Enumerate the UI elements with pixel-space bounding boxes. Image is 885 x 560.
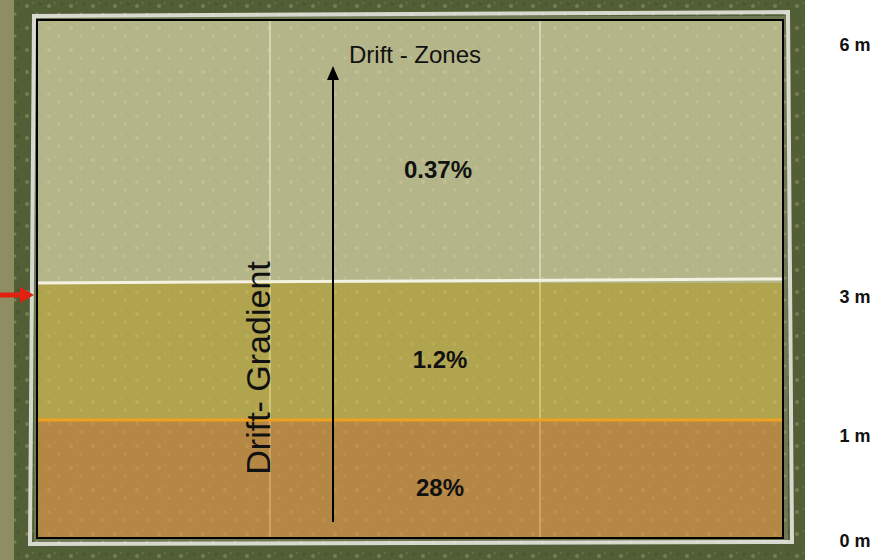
distance-label: 1 m: [839, 426, 870, 447]
zone-divider: [37, 419, 783, 422]
arrow-head: [327, 66, 339, 80]
distance-label: 0 m: [839, 531, 870, 552]
net-cage: [34, 16, 788, 542]
red-marker: [0, 293, 22, 298]
red-marker-head: [20, 287, 34, 303]
frame: [37, 20, 783, 538]
crop-texture: [0, 0, 805, 560]
zone-percentage: 0.37%: [404, 156, 472, 184]
gradient-label: Drift- Gradient: [239, 261, 278, 475]
gradient-arrow: [332, 78, 334, 522]
zone-fill: [37, 20, 783, 283]
zone-fill: [37, 420, 783, 538]
ground: [0, 0, 805, 560]
net-line: [37, 279, 783, 283]
left-strip: [0, 0, 14, 560]
zone-percentage: 28%: [416, 474, 464, 502]
net-edge: [30, 12, 792, 544]
zone-fill: [37, 283, 783, 420]
drift-zone: 28%: [37, 420, 783, 538]
zone-percentage: 1.2%: [413, 346, 468, 374]
distance-label: 6 m: [839, 35, 870, 56]
drift-zone: 1.2%: [37, 283, 783, 420]
distance-label: 3 m: [839, 287, 870, 308]
zones-heading: Drift - Zones: [349, 41, 481, 69]
